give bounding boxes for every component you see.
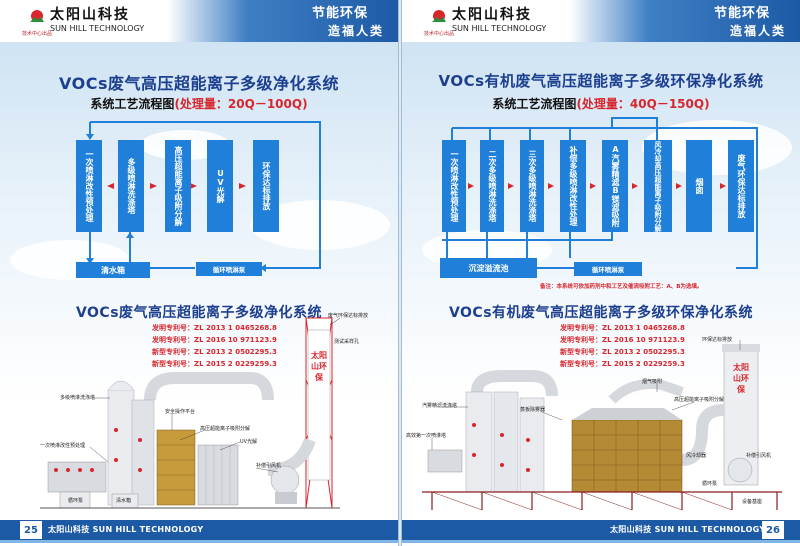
slogan-1: 节能环保 [713,6,770,21]
capacity: (处理量：20Q－100Q) [174,97,308,111]
flow-box-1: 一次喷淋改性预处理 [76,140,102,232]
page-number: 26 [762,521,784,539]
page-number: 25 [20,521,42,539]
flow-box-4: 补偿多级喷淋改性处理 [560,140,586,232]
stack-brand-text: 太阳山环保 [733,363,749,394]
footer-line [402,540,800,543]
flow-box-1: 一次喷淋改性预处理 [442,140,466,232]
label-first-spray: 一次喷淋改性预处理 [40,443,86,449]
flow-box-2: 二次多级喷淋洗涤塔 [480,140,504,232]
label-tank: 清水箱 [116,498,132,504]
patent-list: 发明专利号：ZL 2013 1 0465268.8 发明专利号：ZL 2016 1… [152,322,277,370]
diagram-title: VOCs废气高压超能离子多级净化系统 [75,305,323,321]
left-page: 太阳山科技 SUN HILL TECHNOLOGY 技术中心出品 节能环保 造福… [0,0,398,546]
sun-logo-icon [432,10,446,22]
stack-brand-text: 太阳山环保 [311,351,327,382]
label-fan: 补偿引风机 [746,453,772,459]
label-first-spray: 高效第一次喷淋塔 [406,433,447,439]
right-page: 太阳山科技 SUN HILL TECHNOLOGY 技术中心出品 节能环保 造福… [402,0,800,546]
label-platform: 安全操作平台 [165,409,196,415]
footer-line [0,540,398,543]
label-uv: UV光解 [240,439,258,445]
brand-name-en: SUN HILL TECHNOLOGY [452,24,547,33]
label-absorb: 烟气吸附 [642,379,663,385]
footer-brand: 太阳山科技 SUN HILL TECHNOLOGY [48,525,204,534]
label-multi-spray: 汽雾精滤洗涤塔 [422,403,458,409]
flow-bottom-tank: 清水箱 [76,262,150,278]
page-footer: 太阳山科技 SUN HILL TECHNOLOGY 26 [402,520,800,546]
footer-bar [0,520,398,540]
flow-box-5: 环保达标排放 [253,140,279,232]
flow-lines [442,117,758,269]
slogan-2: 造福人类 [729,24,786,38]
page-header: 太阳山科技 SUN HILL TECHNOLOGY 技术中心出品 节能环保 造福… [402,0,800,42]
page-title: VOCs废气高压超能离子多级净化系统 [59,74,339,93]
label-multi-spray: 多级喷淋洗涤塔 [60,395,96,401]
patent-list: 发明专利号：ZL 2013 1 0465268.8 发明专利号：ZL 2016 1… [560,322,685,370]
patent-item: 发明专利号：ZL 2013 1 0465268.8 [152,324,277,332]
patent-item: 发明专利号：ZL 2016 10 971123.9 [152,336,277,344]
label-sample-hole: 测试采样孔 [334,339,360,345]
flow-bottom-pool: 沉淀溢流池 [440,258,537,278]
footer-brand: 太阳山科技 SUN HILL TECHNOLOGY [610,525,766,534]
flow-bottom-pump: 循环喷淋泵 [196,262,262,276]
label-high-voltage: 高压超能离子吸附分解 [200,426,251,432]
label-high-voltage: 高压超能离子吸附分解 [674,397,725,403]
slogan-2: 造福人类 [327,24,384,38]
flow-box-2: 多级喷淋洗涤塔 [118,140,144,232]
flow-box-8: 废气环保达标排放 [728,140,754,232]
brand-tagline: 技术中心出品 [22,31,53,37]
flow-title: 系统工艺流程图 [90,97,175,111]
patent-item: 发明专利号：ZL 2013 1 0465268.8 [560,324,685,332]
flow-box-3: 高压超能离子吸附分解 [165,140,191,232]
patent-item: 新型专利号：ZL 2013 2 0502295.3 [152,348,277,356]
page-gutter [398,0,402,546]
patent-item: 新型专利号：ZL 2015 2 0229259.3 [152,360,277,368]
label-stack: 环保达标排放 [702,337,733,343]
patent-item: 发明专利号：ZL 2016 10 971123.9 [560,336,685,344]
brand-tagline: 技术中心出品 [424,31,455,37]
equipment-illustration [422,340,782,511]
label-fan: 补偿引风机 [256,463,282,469]
flow-box-3: 三次多级喷淋洗涤塔 [520,140,544,232]
flow-subtitle: 系统工艺流程图(处理量：20Q－100Q) [0,95,398,112]
page-footer: 25 太阳山科技 SUN HILL TECHNOLOGY [0,520,398,546]
flow-box-6: 风冷却高压超能离子吸附分解 [644,140,672,232]
page-title: VOCs有机废气高压超能离子多级环保净化系统 [438,72,764,90]
equipment-illustration [40,317,341,509]
footer-bar [402,520,800,540]
flow-box-5: A汽雾精滤B镁滤吸附 [602,140,628,232]
brand-name-en: SUN HILL TECHNOLOGY [50,24,145,33]
page-header: 太阳山科技 SUN HILL TECHNOLOGY 技术中心出品 节能环保 造福… [0,0,398,42]
capacity: (处理量：40Q－150Q) [576,97,710,111]
label-pump: 循环泵 [68,498,84,504]
flow-box-4: UV光解 [207,140,233,232]
brand-name-cn: 太阳山科技 [452,7,532,23]
brand-name-cn: 太阳山科技 [50,7,130,23]
flow-subtitle: 系统工艺流程图(处理量：40Q－150Q) [402,95,800,112]
label-pump: 循环泵 [702,481,718,487]
patent-item: 新型专利号：ZL 2015 2 0229259.3 [560,360,685,368]
flow-title: 系统工艺流程图 [492,97,577,111]
flow-note: 备注：本系统可依加药剂中和工艺及催流吸附工艺：A、B为选填。 [540,284,703,290]
flow-bottom-pump: 循环喷淋泵 [574,262,642,276]
diagram-title: VOCs有机废气高压超能离子多级环保净化系统 [448,305,754,321]
label-stack: 废气环保达标排放 [328,313,369,319]
slogan-1: 节能环保 [311,6,368,21]
flow-box-7: 烟囱 [686,140,712,232]
label-platform: 设备基座 [742,499,763,505]
label-cooler: 风冷却器 [686,453,707,459]
patent-item: 新型专利号：ZL 2013 2 0502295.3 [560,348,685,356]
label-demister: 蒸板除雾器 [520,407,546,413]
sun-logo-icon [30,10,44,22]
